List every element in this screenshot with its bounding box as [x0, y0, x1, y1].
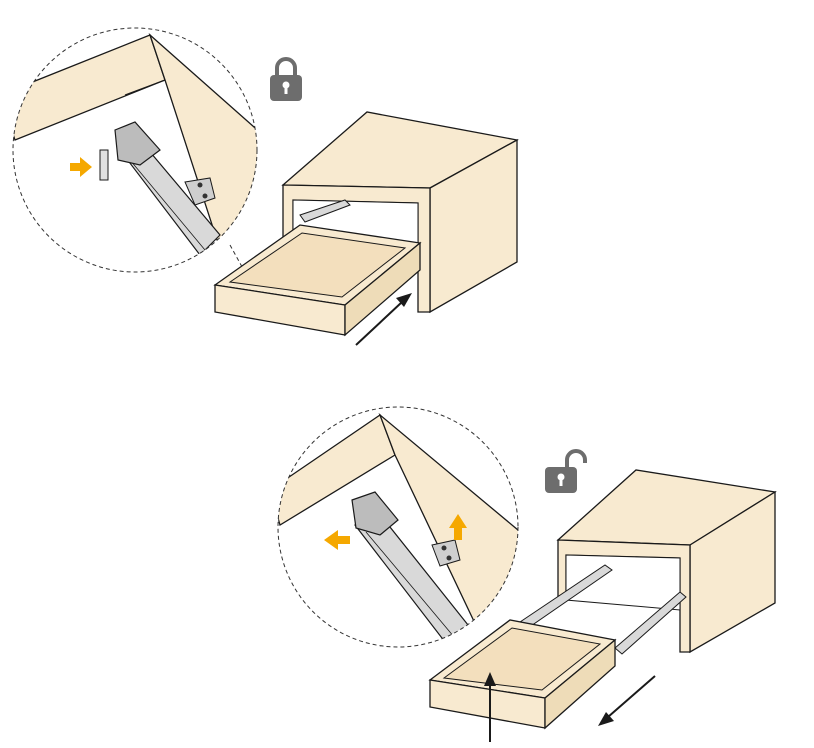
arrow-pull-icon: [598, 675, 656, 726]
cabinet-unlocked: [556, 469, 777, 654]
magnified-detail-unlocked: [277, 406, 519, 648]
drawer-open: [428, 619, 617, 730]
lift-indicator-arrow-icon: [449, 514, 467, 540]
step-locked: [12, 27, 519, 346]
step-unlocked: [277, 406, 777, 742]
lock-closed-icon: [270, 57, 302, 101]
arrow-lift-icon: [484, 672, 496, 742]
magnified-detail-locked: [12, 27, 258, 286]
pull-indicator-arrow-icon: [324, 530, 350, 550]
lock-open-icon: [545, 449, 587, 493]
push-indicator-arrow-icon: [70, 157, 92, 177]
arrow-push-icon: [355, 293, 412, 346]
drawer-rails: [519, 564, 687, 655]
drawer-closed: [213, 224, 422, 337]
